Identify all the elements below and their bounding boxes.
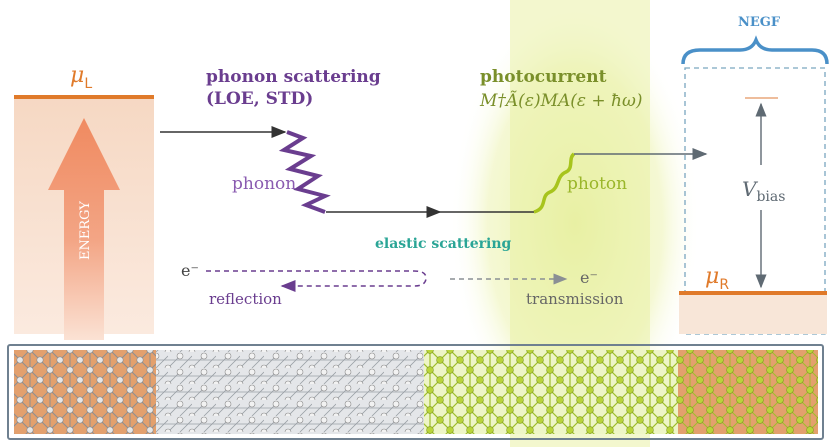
reflection-path	[206, 270, 427, 292]
electron-left-label: e⁻	[181, 261, 199, 280]
device-lattice	[7, 344, 824, 440]
lattice-right-lead	[678, 350, 818, 434]
phonon-zigzag-icon	[278, 130, 331, 214]
right-electrode-region	[679, 294, 827, 334]
phonon-label: phonon	[232, 174, 296, 194]
lattice-lime-region	[424, 350, 678, 434]
phonon-scattering-methods: (LOE, STD)	[206, 89, 313, 109]
mu-right-label: μR	[705, 264, 729, 293]
negf-brace-icon	[681, 35, 829, 65]
lattice-left-lead	[14, 350, 156, 434]
photocurrent-formula: M†Ã(ε)MA(ε + ħω)	[479, 90, 643, 111]
negf-box	[684, 67, 826, 335]
phonon-scattering-title: phonon scattering	[206, 67, 381, 87]
energy-label: ENERGY	[78, 201, 93, 260]
device-border	[7, 344, 824, 440]
lattice-gray-region	[156, 350, 424, 434]
electron-right-label: e⁻	[580, 268, 598, 287]
photocurrent-title: photocurrent	[480, 67, 607, 87]
reflection-label: reflection	[209, 290, 282, 308]
vbias-label: Vbias	[742, 177, 785, 205]
energy-arrow-icon	[48, 118, 120, 340]
elastic-scattering-label: elastic scattering	[375, 236, 512, 252]
photon-wave-icon	[533, 152, 576, 214]
mu-left-label: μL	[70, 63, 92, 92]
photon-label: photon	[567, 174, 627, 194]
negf-label: NEGF	[738, 15, 781, 30]
transmission-label: transmission	[526, 290, 624, 308]
